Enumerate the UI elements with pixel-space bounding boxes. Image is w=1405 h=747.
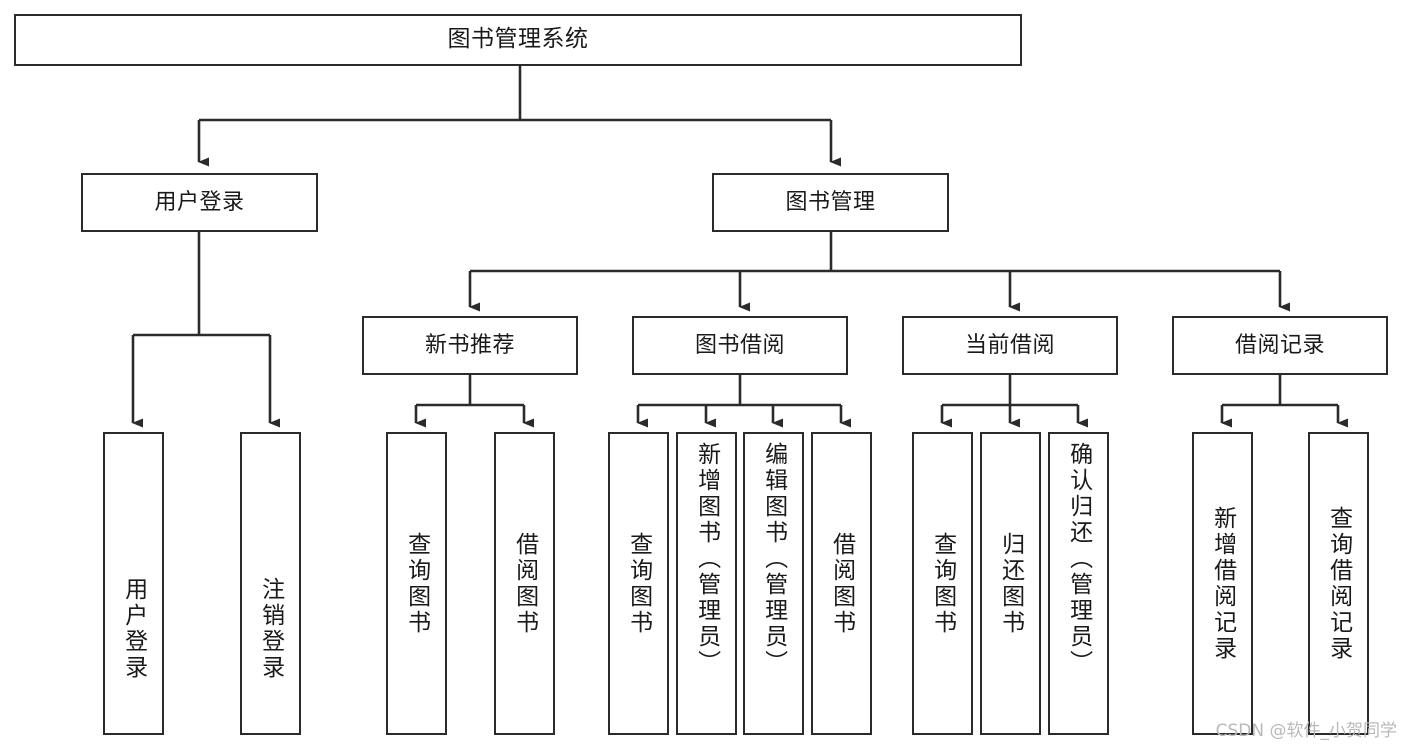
node-label: 图书管理系统 (447, 26, 589, 53)
node-user-login[interactable]: 用户登录 (81, 173, 318, 232)
node-label: 确认归还（管理员） (1065, 442, 1092, 676)
leaf-user-logout[interactable]: 注销登录 (240, 432, 301, 735)
leaf-borrow-add-book[interactable]: 新增图书（管理员） (676, 432, 737, 735)
leaf-borrow-edit-book[interactable]: 编辑图书（管理员） (743, 432, 804, 735)
node-book-borrow[interactable]: 图书借阅 (632, 316, 848, 375)
node-label: 查询图书 (403, 531, 430, 636)
node-label: 用户登录 (120, 577, 147, 681)
node-label: 当前借阅 (964, 332, 1055, 358)
node-label: 图书管理 (785, 189, 876, 215)
leaf-borrow-query-book[interactable]: 查询图书 (608, 432, 669, 735)
node-label: 用户登录 (154, 189, 245, 215)
node-label: 借阅记录 (1234, 332, 1325, 358)
node-label: 查询图书 (625, 531, 652, 636)
node-label: 查询借阅记录 (1325, 505, 1352, 662)
node-new-book-recommend[interactable]: 新书推荐 (362, 316, 578, 375)
node-label: 归还图书 (997, 531, 1024, 636)
leaf-record-query[interactable]: 查询借阅记录 (1308, 432, 1369, 735)
leaf-new-book-borrow[interactable]: 借阅图书 (494, 432, 555, 735)
node-label: 借阅图书 (511, 531, 538, 636)
leaf-borrow-borrow-book[interactable]: 借阅图书 (811, 432, 872, 735)
node-borrow-record[interactable]: 借阅记录 (1172, 316, 1388, 375)
node-book-management[interactable]: 图书管理 (712, 173, 949, 232)
node-label: 新书推荐 (424, 332, 515, 358)
node-label: 新增图书（管理员） (693, 442, 720, 676)
node-label: 图书借阅 (694, 332, 785, 358)
node-root-system[interactable]: 图书管理系统 (14, 14, 1022, 66)
leaf-current-return-book[interactable]: 归还图书 (980, 432, 1041, 735)
node-label: 借阅图书 (828, 531, 855, 636)
leaf-record-add[interactable]: 新增借阅记录 (1192, 432, 1253, 735)
leaf-user-login[interactable]: 用户登录 (103, 432, 164, 735)
node-current-borrow[interactable]: 当前借阅 (902, 316, 1118, 375)
node-label: 编辑图书（管理员） (760, 442, 787, 676)
node-label: 注销登录 (257, 577, 284, 681)
leaf-new-book-query[interactable]: 查询图书 (386, 432, 447, 735)
node-label: 新增借阅记录 (1209, 505, 1236, 662)
leaf-current-query-book[interactable]: 查询图书 (912, 432, 973, 735)
node-label: 查询图书 (929, 531, 956, 636)
leaf-current-confirm-return[interactable]: 确认归还（管理员） (1048, 432, 1109, 735)
